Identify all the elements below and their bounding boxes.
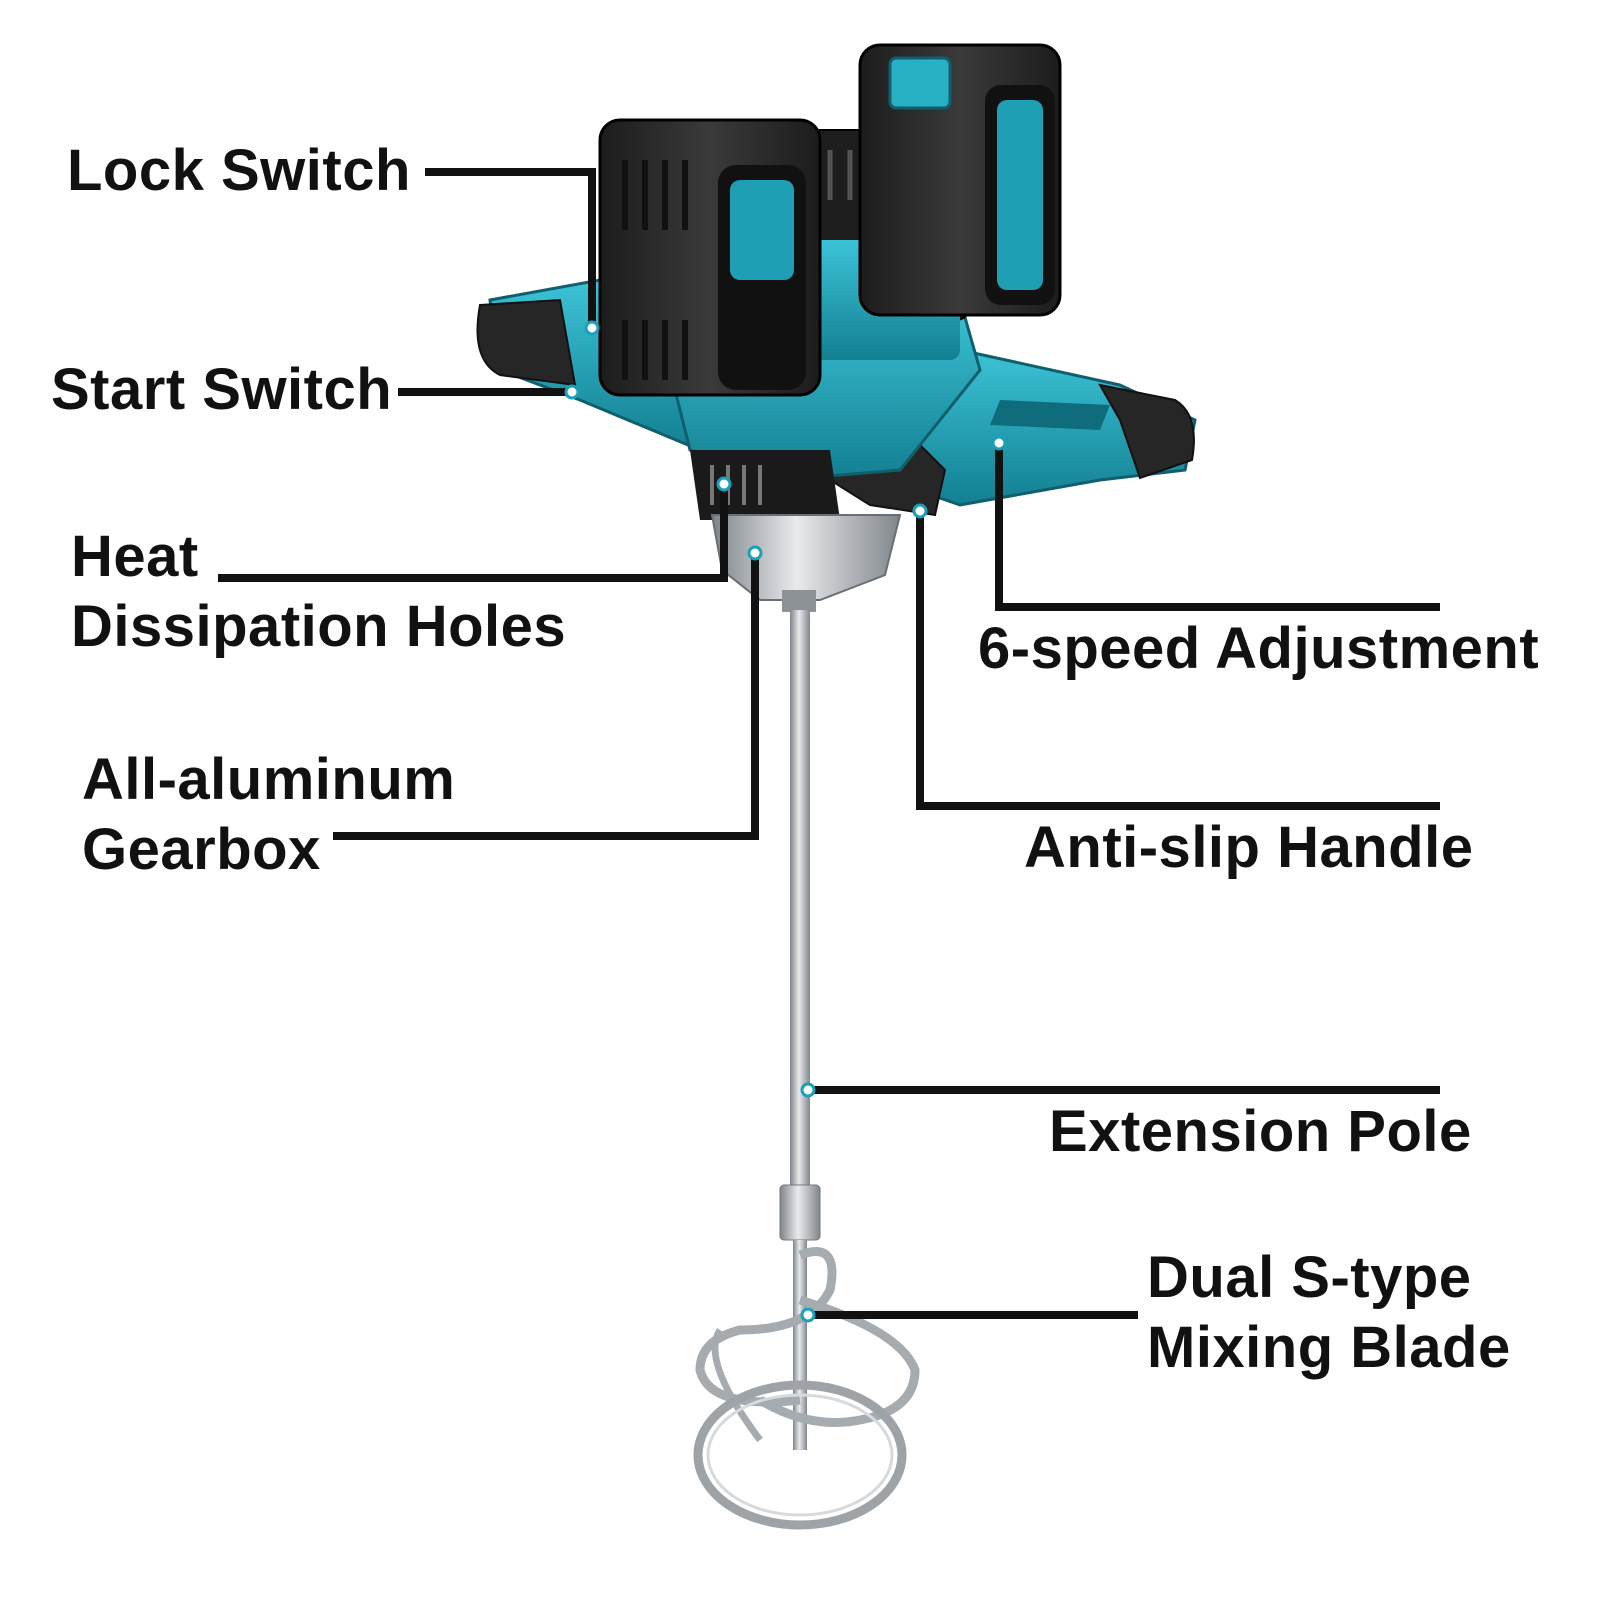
rear-battery: [858, 43, 1062, 317]
blade-ring-inner: [706, 1393, 894, 1517]
gearbox-line-2: Gearbox: [82, 817, 321, 882]
callout-dots: [564, 320, 1007, 1323]
dot-speed-adjustment: [991, 435, 1007, 451]
anti-slip-handle-text: Anti-slip Handle: [1024, 815, 1474, 880]
extension-pole-text: Extension Pole: [1049, 1099, 1472, 1164]
mixing-shaft: [693, 610, 920, 1530]
leader-speed-adjustment: [995, 443, 1440, 611]
label-anti-slip-handle: Anti-slip Handle: [1024, 813, 1473, 883]
label-gearbox: All-aluminum Gearbox: [82, 745, 455, 885]
label-lock-switch: Lock Switch: [67, 136, 411, 206]
pole-coupler: [779, 1184, 821, 1241]
dot-lock-switch: [584, 320, 600, 336]
gearbox-line-1: All-aluminum: [82, 747, 456, 812]
blade-ring: [693, 1380, 907, 1530]
right-handle-slot: [990, 400, 1110, 430]
heat-line-1: Heat: [71, 524, 199, 589]
lock-switch-text: Lock Switch: [67, 138, 411, 203]
leader-gearbox: [333, 553, 759, 840]
speed-adjustment-text: 6-speed Adjustment: [978, 616, 1540, 681]
extension-pole: [790, 610, 810, 1190]
label-start-switch: Start Switch: [51, 355, 392, 425]
dot-heat-dissipation: [716, 476, 732, 492]
gearbox: [710, 514, 902, 601]
start-switch-text: Start Switch: [51, 357, 393, 422]
leader-heat-dissipation: [218, 484, 728, 582]
label-extension-pole: Extension Pole: [1049, 1097, 1472, 1167]
right-grip-end: [1098, 383, 1195, 480]
blade-line-2: Mixing Blade: [1147, 1315, 1511, 1380]
front-battery: [598, 118, 822, 397]
leader-lock-switch: [425, 168, 596, 328]
mixing-blade: [695, 1247, 920, 1443]
heat-line-2: Dissipation Holes: [71, 594, 567, 659]
dot-start-switch: [564, 384, 580, 400]
chuck: [782, 590, 816, 612]
dot-anti-slip-handle: [912, 503, 928, 519]
label-speed-adjustment: 6-speed Adjustment: [978, 614, 1539, 684]
label-heat-dissipation: Heat Dissipation Holes: [71, 522, 566, 662]
dot-extension-pole: [800, 1082, 816, 1098]
leader-anti-slip-handle: [916, 511, 1440, 810]
dot-mixing-blade: [800, 1307, 816, 1323]
label-mixing-blade: Dual S-type Mixing Blade: [1147, 1243, 1511, 1383]
dot-gearbox: [747, 545, 763, 561]
left-grip: [476, 298, 577, 387]
leader-lines: [218, 168, 1440, 1319]
blade-line-1: Dual S-type: [1147, 1245, 1472, 1310]
